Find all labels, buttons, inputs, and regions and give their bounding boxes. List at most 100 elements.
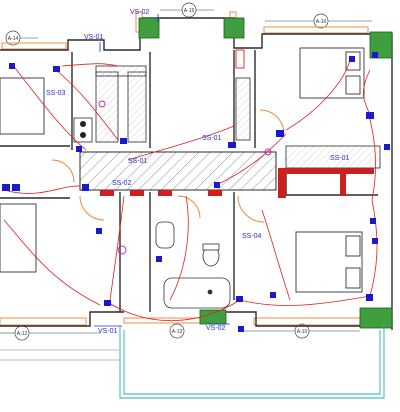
socket-icon [384,144,390,150]
socket-icon [156,256,162,262]
junction-icon [117,245,127,255]
socket-icon [214,182,220,188]
lintel [100,190,114,196]
socket-icon [82,184,89,191]
axis-tag-a16: A-16 [265,13,372,29]
socket-icon [366,294,373,301]
section-markers [94,14,230,327]
wall-bottom-right [200,311,392,327]
socket-icon [96,228,102,234]
drain-icon [207,289,213,295]
partition-right-mid [340,168,346,196]
column-top-right [223,17,245,39]
axis-tag-a16-label: A-16 [316,19,327,25]
wall-bottom-left [0,311,124,327]
circuit-line [261,209,291,301]
socket-icon [120,138,127,144]
axis-tag-a15-label: A-15 [184,8,195,14]
label-ss-02: SS-02 [112,180,132,187]
circuit-line [3,185,81,194]
circuit-line [363,69,373,119]
socket-icon [104,300,111,306]
pillow [345,235,361,257]
socket-icon [372,52,378,58]
axis-tag-a13-label: A-13 [172,329,183,335]
circuit-line [11,63,87,151]
socket-icon [349,56,355,62]
socket-icon [228,142,236,148]
wall-top-mid [142,17,370,49]
circuit-line [103,299,241,322]
circuit-line [3,219,101,306]
pillow [345,267,361,289]
circuit-line [127,125,235,161]
wardrobe-left-storage [235,77,251,141]
kitchen-counter-right [127,71,147,143]
circuit-line [61,63,119,67]
socket-icon [236,296,243,302]
fixtures [2,52,390,332]
window-bottom-right [253,317,361,326]
socket-icon [238,326,244,332]
socket-icon [2,184,10,191]
circuit-line [213,133,287,187]
label-vs-bottom-left: VS-01 [98,328,118,335]
socket-icon [12,184,20,191]
window-top-right [263,26,369,34]
label-vs-top-left: VS-01 [84,34,104,41]
window-bottom-left [0,317,87,326]
axis-tag-a14-label: A-14 [8,36,19,42]
socket-icon [9,63,15,69]
circuit-line [239,295,371,306]
axis-tags: A-14 A-15 A-16 A-12 A-13 A-10 [0,2,372,341]
axis-tag-a13: A-13 [169,323,185,339]
socket-icon [76,146,82,152]
bed-bottom-left [0,203,37,273]
section-labels: VS-01 VS-02 SS-03 SS-01 SS-01 SS-02 SS-0… [46,9,350,335]
door-swing-left-room [51,159,75,183]
socket-icon [372,238,378,244]
circuit-line [169,195,189,301]
fridge [235,49,245,69]
lintel [130,190,144,196]
label-ss-01-right: SS-01 [330,155,350,162]
circuit-line [369,199,378,297]
bathroom [155,221,231,309]
label-ss-01-left: SS-01 [128,158,148,165]
column-top-far-right [369,31,393,59]
wall-right [370,33,393,330]
stove-burner-icon [80,121,86,127]
stove [73,117,93,143]
socket-icon [366,112,374,119]
door-swing-bath [237,195,265,223]
partition-right-horizontal [286,168,374,174]
label-ss-04: SS-04 [242,233,262,240]
columns [138,17,393,329]
door-swing-mid [177,195,201,219]
junction-icon [98,100,106,108]
axis-tag-a12: A-12 [0,325,100,341]
label-ss-03: SS-03 [46,90,66,97]
window-top-left [1,42,67,50]
kitchen [73,49,251,143]
furniture [0,47,365,293]
wall-top-left [0,30,141,51]
circuit-line [285,59,351,131]
partitions [100,168,374,198]
stove-burner-icon [80,132,86,138]
label-ss-01-mid: SS-01 [202,135,222,142]
circuit-line [367,111,376,201]
accents [98,100,272,255]
kitchen-counter-left [95,71,119,143]
lintel [158,190,172,196]
pillow [345,75,361,95]
bed-top-left [0,77,45,135]
circuit-line [55,69,119,141]
toilet-tank [202,243,220,251]
axis-tag-a10-label: A-10 [297,329,308,335]
bathtub [163,277,231,309]
column-top-left [138,17,160,39]
balcony-outline [119,326,385,399]
circuit-line [109,195,125,301]
balcony [0,326,385,399]
